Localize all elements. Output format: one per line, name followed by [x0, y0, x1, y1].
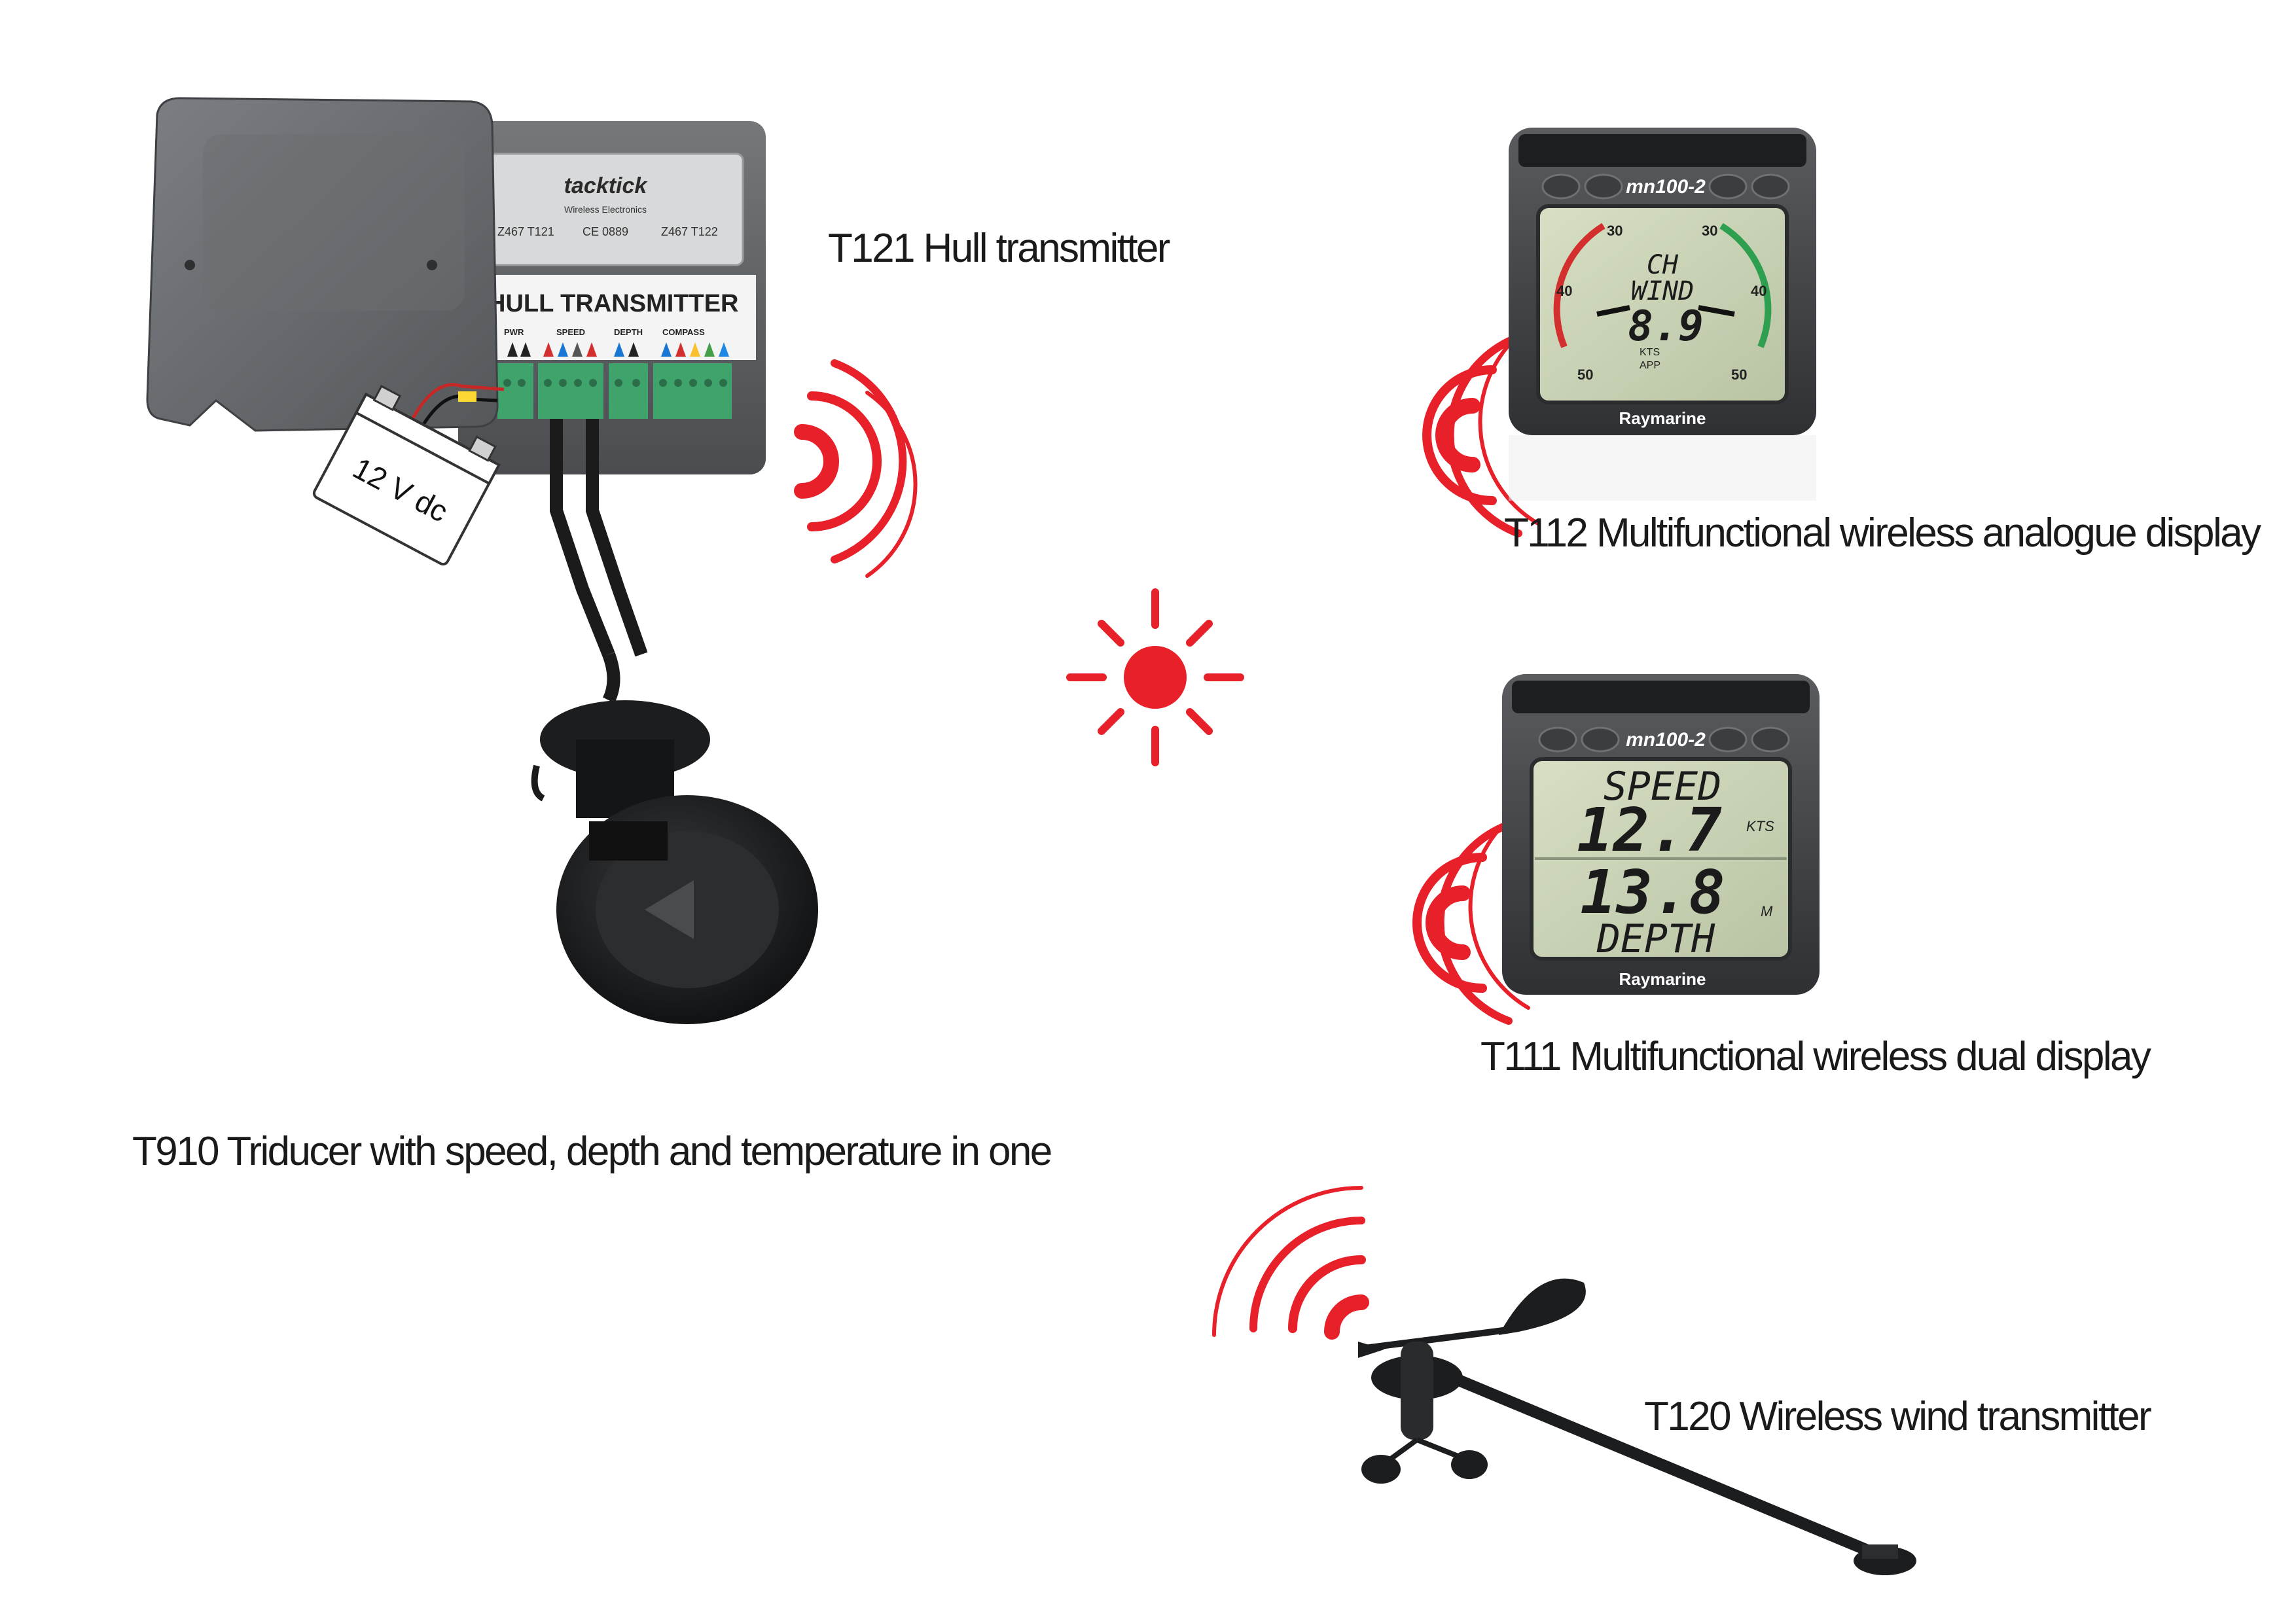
- analogue-display-illustration: mn100-2 30 30 40 40 50 50 CH WIND 8.9 KT…: [1509, 128, 1816, 501]
- hull-transmitter-illustration: tacktick Wireless Electronics Z467 T121 …: [146, 97, 766, 657]
- brand-subtitle: Wireless Electronics: [564, 204, 647, 215]
- triducer-illustration: [531, 652, 818, 1024]
- analogue-scale-50-left: 50: [1577, 366, 1593, 383]
- wireless-signal-icon: [794, 359, 918, 578]
- dual-bottom-value: 13.8: [1580, 857, 1725, 927]
- model-left: Z467 T121: [497, 225, 554, 238]
- wireless-signal-icon: [1212, 1186, 1369, 1340]
- analogue-display-model: mn100-2: [1626, 176, 1706, 198]
- analogue-scale-40-left: 40: [1556, 283, 1572, 299]
- dual-top-label: SPEED: [1604, 764, 1722, 810]
- terminal-label-speed: SPEED: [556, 327, 585, 337]
- terminal-label-pwr: PWR: [504, 327, 524, 337]
- analogue-brand: Raymarine: [1619, 408, 1706, 428]
- analogue-unit: KTS: [1640, 347, 1660, 358]
- wireless-signal-icon: [1412, 803, 1530, 1025]
- hull-transmitter-title-band: [481, 275, 756, 321]
- dual-display-illustration: mn100-2 SPEED 12.7 KTS 13.8 M DEPTH Raym…: [1502, 674, 1820, 995]
- dual-top-unit: KTS: [1746, 818, 1774, 834]
- analogue-sub: APP: [1640, 360, 1660, 371]
- analogue-scale-30-left: 30: [1607, 223, 1623, 239]
- dual-brand: Raymarine: [1619, 969, 1706, 989]
- dual-display-model: mn100-2: [1626, 729, 1706, 751]
- caption-wind-transmitter: T120 Wireless wind transmitter: [1644, 1394, 2151, 1439]
- caption-dual-display: T111 Multifunctional wireless dual displ…: [1480, 1034, 2151, 1079]
- analogue-scale-50-right: 50: [1731, 366, 1747, 383]
- dual-bottom-unit: M: [1761, 903, 1773, 919]
- wind-transmitter-illustration: [1358, 1278, 1916, 1575]
- analogue-line2: WIND: [1631, 276, 1694, 306]
- terminal-blocks: [497, 363, 732, 419]
- cert-mark: CE 0889: [583, 225, 628, 238]
- analogue-scale-30-right: 30: [1702, 223, 1717, 239]
- hull-transmitter-title: HULL TRANSMITTER: [488, 290, 739, 317]
- hull-transmitter-lid: [146, 97, 499, 432]
- brand-logo: tacktick: [564, 173, 649, 198]
- caption-analogue-display: T112 Multifunctional wireless analogue d…: [1504, 510, 2261, 556]
- analogue-value: 8.9: [1628, 302, 1704, 351]
- caption-triducer: T910 Triducer with speed, depth and temp…: [132, 1129, 1051, 1174]
- analogue-line1: CH: [1647, 250, 1679, 280]
- terminal-arrows: [507, 342, 729, 357]
- terminal-label-depth: DEPTH: [614, 327, 643, 337]
- analogue-scale-40-right: 40: [1751, 283, 1767, 299]
- model-right: Z467 T122: [661, 225, 718, 238]
- terminal-label-compass: COMPASS: [662, 327, 705, 337]
- caption-hull-transmitter: T121 Hull transmitter: [828, 226, 1170, 271]
- dual-top-value: 12.7: [1577, 795, 1722, 865]
- battery-12v: 12 V dc: [312, 385, 501, 566]
- dual-bottom-label: DEPTH: [1596, 916, 1715, 962]
- sun-icon: [1066, 588, 1244, 766]
